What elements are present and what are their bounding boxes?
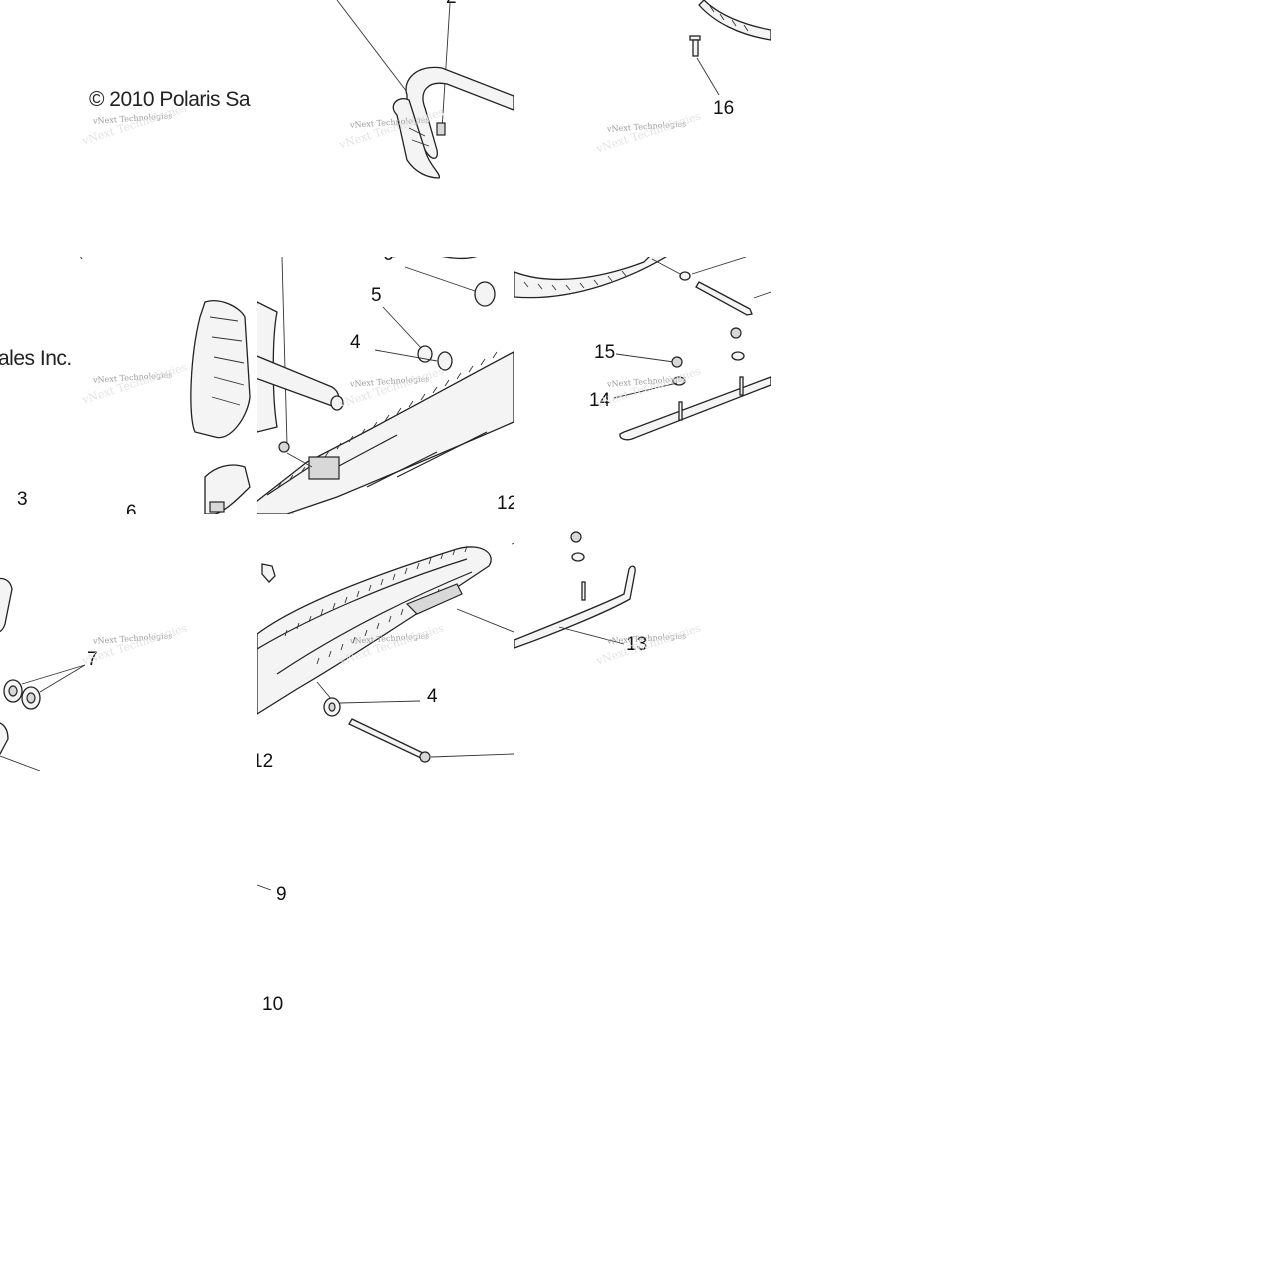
bolt-drawing <box>689 0 771 96</box>
callout-label: 15 <box>594 342 616 363</box>
copyright-text: © 2010 Polaris Sa <box>89 88 251 111</box>
callout-label: 6 <box>126 502 137 514</box>
copyright-text-continued: ales Inc. <box>0 347 72 370</box>
callout-label: 2 <box>446 0 457 7</box>
tile-spindle: 1 3 6 ales Inc. vNext Technologies vNext… <box>0 257 257 514</box>
callout-label: 6 <box>383 257 394 264</box>
tile-bushings: 7 vNext Technologies vNext Technologies <box>0 514 257 771</box>
callout-label: 12 <box>257 751 274 771</box>
bushings-drawing <box>0 577 86 771</box>
handle-drawing <box>336 0 514 179</box>
tile-labels-lower: 9 10 <box>257 771 514 1028</box>
callout-label: 9 <box>276 884 287 905</box>
skag-lower-drawing <box>514 531 636 649</box>
callout-label: 12 <box>497 493 514 514</box>
callout-label: 4 <box>350 332 361 353</box>
ski-upper-drawing <box>257 257 514 514</box>
tile-handle: 2 vNext Technologies vNext Technologies <box>257 0 514 257</box>
callout-label: 13 <box>626 634 648 655</box>
tile-ski-upper: 6 5 4 12 2 vNext Technologies vNext Tech… <box>257 257 514 514</box>
tile-ski-lower: 4 12 11 vNext Technologies vNext Technol… <box>257 514 514 771</box>
callout-label: 10 <box>262 994 284 1015</box>
callout-label: 4 <box>427 686 438 707</box>
tile-bolt: 16 vNext Technologies vNext Technologies <box>514 0 771 257</box>
callout-label: 3 <box>17 489 28 510</box>
skag-upper-drawing <box>514 257 771 441</box>
spindle-drawing <box>80 257 251 514</box>
ski-lower-drawing <box>257 542 514 763</box>
tile-skag-lower: 13 vNext Technologies vNext Technologies <box>514 514 771 771</box>
tile-skag-upper: 15 14 vNext Technologies vNext Technolog… <box>514 257 771 514</box>
callout-label: 16 <box>713 98 735 119</box>
leader-lines <box>257 884 272 891</box>
callout-label: 7 <box>87 649 98 670</box>
callout-label: 14 <box>589 390 611 411</box>
tile-copyright: © 2010 Polaris Sa vNext Technologies vNe… <box>0 0 257 257</box>
callout-label: 5 <box>371 285 382 306</box>
